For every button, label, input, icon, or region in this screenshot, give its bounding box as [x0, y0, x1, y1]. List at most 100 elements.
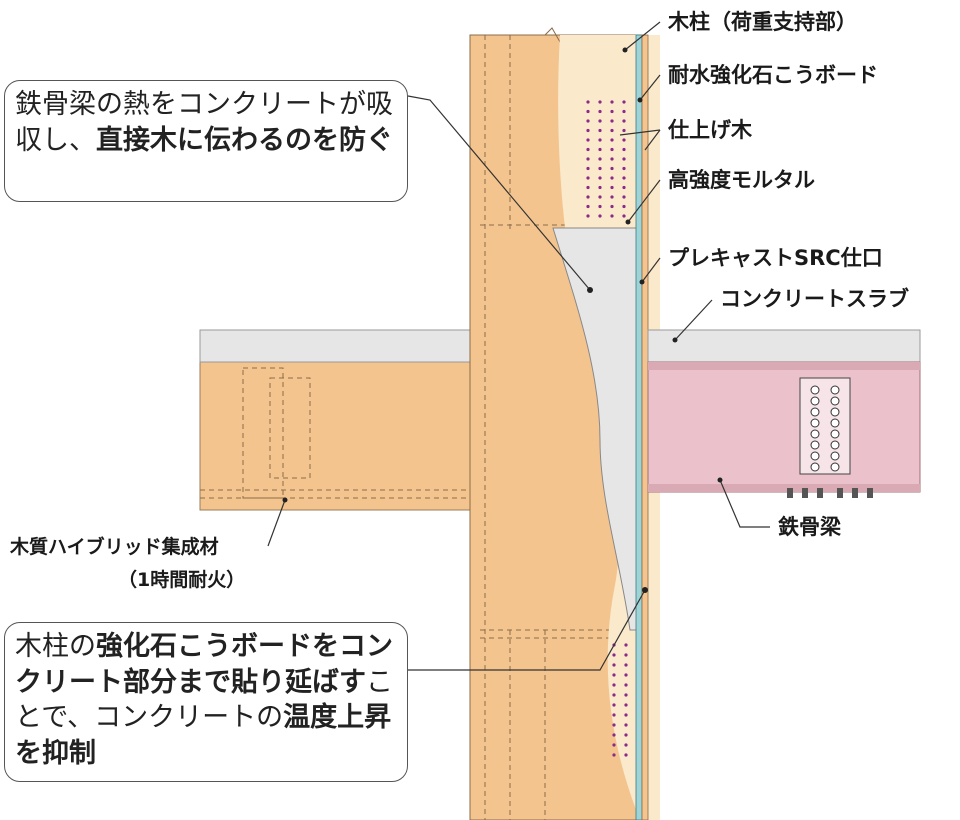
gypsum-dot — [622, 147, 626, 152]
gypsum-dot — [624, 683, 628, 687]
stud — [787, 488, 793, 498]
gypsum-dot — [612, 743, 616, 747]
bolt — [810, 407, 820, 417]
gypsum-dot — [612, 713, 616, 717]
gypsum-dot — [624, 713, 628, 717]
bolt — [810, 451, 820, 461]
bolt — [830, 462, 840, 472]
gypsum-dot — [598, 128, 602, 133]
gypsum-dot — [586, 195, 590, 199]
gypsum-dot — [586, 138, 590, 142]
gypsum-dot — [586, 109, 590, 114]
shear-studs — [787, 488, 873, 498]
gypsum-dot — [586, 214, 590, 218]
gypsum-dot — [624, 643, 628, 647]
callout2-emphasis-a: 強化石こうボードをコンクリート部分まで貼り延ばす — [15, 631, 393, 698]
gypsum-dot — [610, 100, 614, 104]
gypsum-dot — [624, 723, 628, 727]
precast-concrete-core — [552, 227, 641, 631]
gypsum-dot — [622, 119, 626, 123]
gypsum-dot — [612, 653, 616, 657]
gypsum-dot — [624, 663, 628, 667]
gypsum-dot — [610, 138, 614, 142]
gypsum-dot — [624, 733, 628, 737]
gypsum-dot — [622, 176, 626, 180]
fireproof-board-strip — [635, 34, 643, 820]
gypsum-dot — [610, 214, 614, 218]
callout2-text-a: 木柱の — [15, 631, 96, 662]
bolt — [810, 396, 820, 406]
gypsum-dot — [610, 204, 614, 209]
gypsum-dot — [598, 204, 602, 209]
gypsum-dot — [610, 195, 614, 199]
gypsum-dot — [598, 214, 602, 218]
gypsum-dot — [612, 693, 616, 697]
gypsum-dot — [598, 138, 602, 142]
gypsum-dot — [586, 119, 590, 123]
right-concrete-slab — [647, 329, 921, 363]
steel-beam — [647, 361, 921, 498]
gypsum-dot — [622, 100, 626, 104]
gypsum-dot — [586, 204, 590, 209]
gypsum-dot — [624, 693, 628, 697]
gypsum-dot — [612, 683, 616, 687]
gypsum-dot — [612, 703, 616, 707]
label-precast: プレキャストSRC仕口 — [668, 246, 883, 270]
gypsum-dot — [622, 166, 626, 171]
gypsum-dot — [622, 195, 626, 199]
stud — [817, 488, 823, 498]
gypsum-dot — [610, 147, 614, 152]
gypsum-dot — [586, 185, 590, 190]
gypsum-dot — [612, 673, 616, 677]
gypsum-dot — [612, 753, 616, 757]
gypsum-dot — [598, 147, 602, 152]
gypsum-dot — [612, 663, 616, 667]
bolt — [810, 385, 820, 395]
stud — [867, 488, 873, 498]
stud — [852, 488, 858, 498]
gypsum-dot — [586, 128, 590, 133]
gypsum-dot — [624, 743, 628, 747]
gypsum-dot — [598, 109, 602, 114]
gypsum-dot — [598, 100, 602, 104]
label-mortar: 高強度モルタル — [668, 168, 815, 192]
gypsum-dot — [622, 204, 626, 209]
callout2-text-b: ことで、コンクリートの — [15, 666, 393, 734]
stud — [837, 488, 843, 498]
label-steel-beam: 鉄骨梁 — [778, 515, 842, 539]
left-concrete-slab — [199, 329, 471, 363]
label-fire-rating: （1時間耐火） — [118, 568, 245, 591]
label-fireproof-board: 耐水強化石こうボード — [668, 63, 878, 87]
gypsum-dot — [586, 176, 590, 180]
gypsum-dot — [624, 673, 628, 677]
bolt-group — [810, 385, 840, 472]
label-finish-wood: 仕上げ木 — [667, 118, 753, 142]
hybrid-timber-beam — [199, 359, 471, 511]
label-slab: コンクリートスラブ — [720, 287, 909, 311]
gypsum-dot — [598, 195, 602, 199]
gypsum-dot — [622, 214, 626, 218]
gypsum-dot — [598, 176, 602, 180]
gypsum-dot — [624, 703, 628, 707]
bolt — [830, 396, 840, 406]
gypsum-dot — [610, 119, 614, 123]
bolt — [810, 418, 820, 428]
gypsum-dot — [610, 157, 614, 161]
gypsum-dot — [610, 185, 614, 190]
callout-board-extension: 木柱の強化石こうボードをコンクリート部分まで貼り延ばすことで、コンクリートの温度… — [4, 622, 408, 782]
gypsum-dot — [612, 723, 616, 727]
label-hybrid-timber: 木質ハイブリッド集成材 — [9, 535, 219, 558]
gypsum-dots-top — [586, 100, 626, 218]
gypsum-dot — [598, 185, 602, 190]
bolt — [810, 462, 820, 472]
gypsum-dot — [598, 166, 602, 171]
bolt — [810, 440, 820, 450]
gypsum-dot — [624, 653, 628, 657]
gypsum-dot — [612, 733, 616, 737]
bolt — [830, 407, 840, 417]
gypsum-dot — [610, 109, 614, 114]
gypsum-dot — [622, 128, 626, 133]
stud — [802, 488, 808, 498]
bolt — [830, 440, 840, 450]
